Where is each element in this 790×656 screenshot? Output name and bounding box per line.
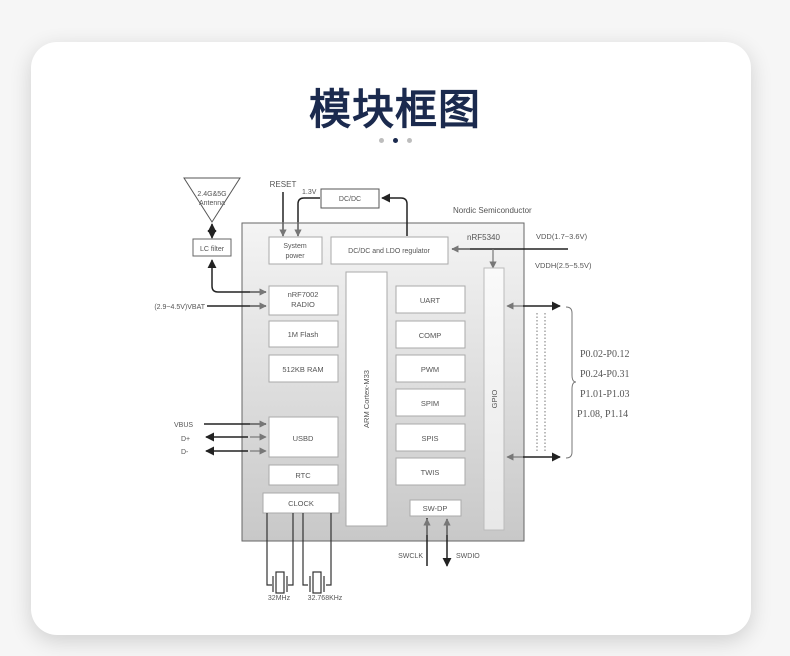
pin-group-2: P0.24-P0.31 [580,369,629,380]
swclk-label: SWCLK [398,553,423,560]
crystal-32768khz [302,513,332,594]
lc-filter-label: LC filter [200,246,225,253]
vddh-label: VDDH(2.5~5.5V) [535,261,592,270]
rtc-label: RTC [295,471,311,480]
radio-label: nRF7002 [288,290,319,299]
radio-label-2: RADIO [291,300,315,309]
pwm-label: PWM [421,365,439,374]
spim-label: SPIM [421,399,439,408]
antenna-icon [183,177,241,223]
antenna-label: 2.4G&5G [197,191,226,198]
dcdc-block [320,188,380,209]
carousel-dot[interactable] [378,138,384,143]
regulator-label: DC/DC and LDO regulator [348,248,430,255]
arm-core-block [345,271,388,527]
v13-label: 1.3V [302,189,317,196]
v13-line [297,197,320,236]
uart-label: UART [420,296,441,305]
vbus-label: VBUS [174,422,193,429]
comp-label: COMP [419,331,442,340]
spim-block [395,388,466,417]
usbd-block [268,416,339,458]
carousel-dot[interactable] [406,138,412,143]
pin-group-4: P1.08, P1.14 [577,409,628,420]
peripheral-list: UART COMP PWM SPIM SPIS TWIS [395,285,466,486]
system-power-label-2: power [285,253,305,260]
flash-block [268,320,339,348]
carousel-dot-active[interactable] [392,138,398,143]
radio-block [268,285,339,316]
reset-label: RESET [270,180,297,189]
clock-block [262,492,340,514]
page-title: 模块框图 [308,85,481,134]
rtc-block [268,464,339,486]
arm-core-label: ARM Cortex-M33 [362,370,371,428]
system-power-block [268,236,323,265]
carousel-indicator [0,138,790,143]
spis-label: SPIS [421,434,438,443]
crystal-32768khz-label: 32.768KHz [308,595,343,602]
spis-block [395,423,466,452]
swdp-label: SW-DP [423,504,448,513]
pin-group-brace [565,306,577,459]
lc-to-radio-link [207,259,266,293]
flash-label: 1M Flash [288,330,319,339]
ram-block [268,354,339,383]
chip-label: nRF5340 [467,233,500,242]
pin-group-1: P0.02-P0.12 [580,349,629,360]
swdio-label: SWDIO [456,553,480,560]
crystal-32mhz [266,513,294,594]
swdp-block [409,499,462,517]
pwm-block [395,354,466,383]
vdd-label: VDD(1.7~3.6V) [536,232,588,241]
lc-filter-block [192,238,232,257]
system-power-label: System [283,243,307,250]
gpio-label: GPIO [490,389,499,408]
twis-label: TWIS [421,468,440,477]
comp-block [395,320,466,349]
dplus-label: D+ [181,436,190,443]
vbat-label: (2.9~4.5V)VBAT [154,304,205,311]
pin-group-3: P1.01-P1.03 [580,389,629,400]
vendor-label: Nordic Semiconductor [453,206,532,215]
dminus-label: D- [181,449,189,456]
regulator-block [330,236,449,265]
ram-label: 512KB RAM [282,365,323,374]
uart-block [395,285,466,314]
gpio-block [483,267,505,531]
dcdc-label: DC/DC [339,196,361,203]
antenna-label-2: Antenna [199,200,225,207]
twis-block [395,457,466,486]
regulator-to-dcdc [381,193,408,236]
crystal-32mhz-label: 32MHz [268,595,291,602]
clock-label: CLOCK [288,499,314,508]
usbd-label: USBD [293,434,314,443]
